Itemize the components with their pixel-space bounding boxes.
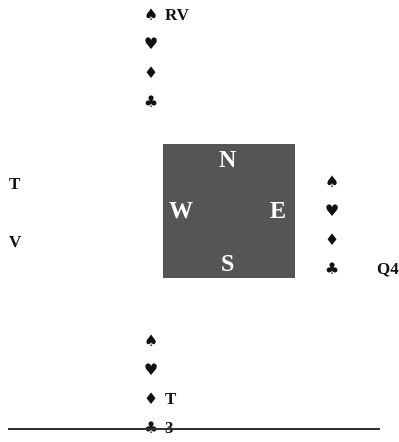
heart-icon: ♥: [324, 201, 340, 220]
diamond-icon: ♦: [324, 230, 340, 249]
west-diamonds-cards: V: [9, 232, 22, 251]
west-diamonds-row: V: [9, 227, 21, 256]
west-hearts-row: [9, 198, 21, 227]
compass-north-label: N: [219, 147, 237, 173]
west-clubs-row: [9, 256, 21, 285]
spade-icon: ♠: [324, 172, 340, 191]
west-spades-row: T: [9, 169, 21, 198]
south-diamonds-row: ♦T: [143, 384, 177, 413]
club-icon: ♣: [143, 413, 159, 442]
south-clubs-cards: 3: [165, 413, 174, 442]
south-hearts-row: ♥: [143, 355, 176, 384]
east-clubs-cards: Q4: [377, 259, 399, 278]
compass-south-label: S: [221, 251, 235, 277]
west-spades-cards: T: [9, 174, 21, 193]
club-icon: ♣: [143, 92, 159, 111]
north-diamonds-row: ♦: [143, 58, 189, 87]
south-diamonds-cards: T: [165, 389, 177, 408]
spade-icon: ♠: [143, 331, 159, 350]
heart-icon: ♥: [143, 360, 159, 379]
compass-east-label: E: [270, 198, 287, 224]
east-hearts-row: ♥: [324, 196, 399, 225]
diamond-icon: ♦: [143, 389, 159, 408]
heart-icon: ♥: [143, 34, 159, 53]
east-diamonds-row: ♦: [324, 225, 399, 254]
north-spades-cards: RV: [165, 5, 189, 24]
bottom-divider: [8, 428, 380, 430]
south-spades-row: ♠: [143, 326, 176, 355]
club-icon: ♣: [324, 259, 340, 278]
west-hand: T V: [9, 169, 21, 285]
south-hand: ♠ ♥ ♦T ♣3: [143, 326, 177, 442]
diamond-icon: ♦: [143, 63, 159, 82]
spade-icon: ♠: [143, 5, 159, 24]
east-spades-row: ♠: [324, 167, 399, 196]
north-hearts-row: ♥: [143, 29, 189, 58]
east-hand: ♠ ♥ ♦ ♣ Q4: [324, 167, 399, 283]
north-hand: ♠ RV ♥ ♦ ♣: [143, 0, 189, 116]
north-clubs-row: ♣: [143, 87, 189, 116]
east-clubs-row: ♣ Q4: [324, 254, 399, 283]
north-spades-row: ♠ RV: [143, 0, 189, 29]
south-clubs-row: ♣3: [143, 413, 176, 442]
compass-west-label: W: [169, 198, 193, 224]
compass-table: N W E S: [163, 144, 295, 278]
